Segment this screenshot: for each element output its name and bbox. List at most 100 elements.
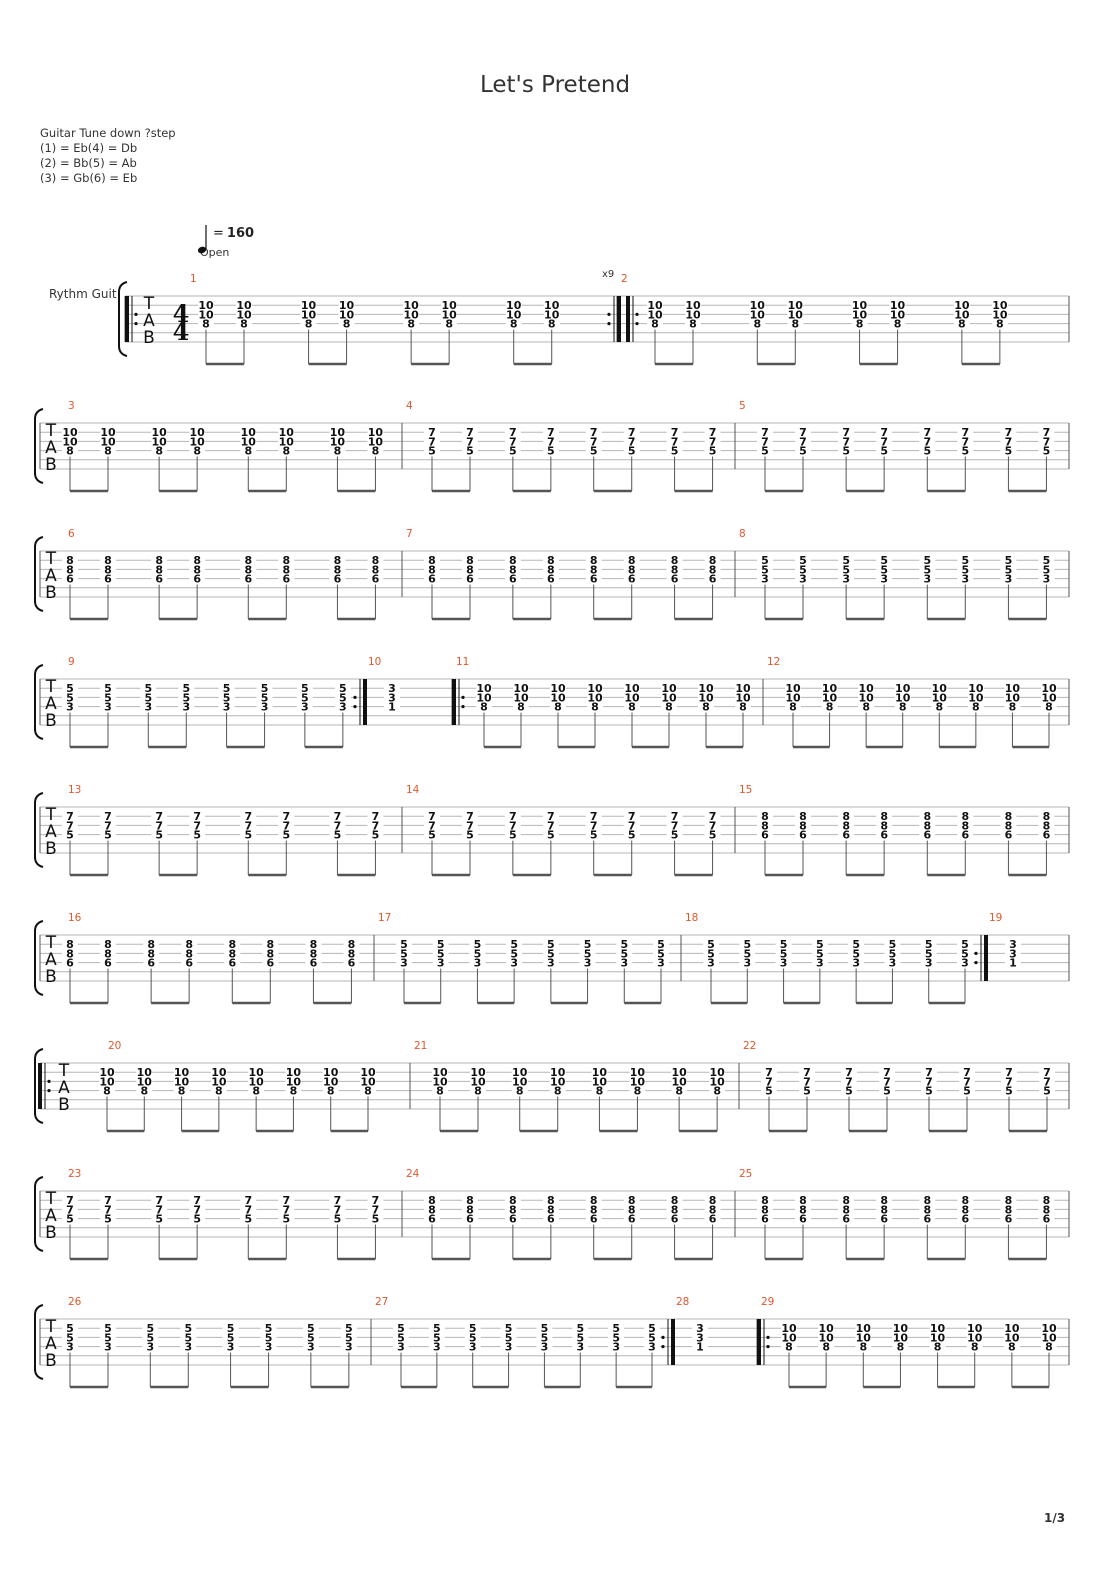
fret-number: 10 xyxy=(932,691,948,704)
fret-mask xyxy=(424,811,440,823)
fret-mask xyxy=(795,564,811,576)
fret-mask xyxy=(428,1341,445,1353)
fret-number: 5 xyxy=(261,691,269,704)
fret-number: 8 xyxy=(880,1203,888,1216)
fret-mask xyxy=(892,1323,909,1335)
fret-number: 10 xyxy=(647,308,663,321)
fret-number: 7 xyxy=(155,1203,163,1216)
fret-mask xyxy=(957,1204,974,1216)
fret-mask xyxy=(278,573,295,585)
fret-number: 5 xyxy=(1005,554,1013,567)
repeat-dot xyxy=(661,1345,665,1349)
fret-number: 7 xyxy=(282,1203,290,1216)
fret-mask xyxy=(260,1341,277,1353)
fret-mask xyxy=(1000,555,1017,567)
fret-number: 5 xyxy=(345,1322,353,1335)
fret-mask xyxy=(787,300,804,312)
fret-number: 8 xyxy=(923,819,931,832)
fret-mask xyxy=(1005,939,1021,951)
fret-mask xyxy=(821,701,838,713)
fret-number: 6 xyxy=(348,957,356,970)
fret-number: 8 xyxy=(842,1194,850,1207)
fret-mask xyxy=(476,692,492,704)
fret-mask xyxy=(775,939,792,951)
fret-mask xyxy=(140,701,157,713)
fret-number: 10 xyxy=(544,308,560,321)
fret-mask xyxy=(100,939,116,951)
fret-number: 8 xyxy=(155,563,163,576)
fret-number: 10 xyxy=(339,299,355,312)
fret-mask xyxy=(278,820,295,832)
fret-number: 7 xyxy=(193,810,201,823)
fret-mask xyxy=(704,436,721,448)
fret-number: 8 xyxy=(480,701,488,714)
fret-number: 10 xyxy=(512,1066,528,1079)
fret-mask xyxy=(100,427,116,439)
fret-mask xyxy=(462,573,478,585)
fret-mask xyxy=(623,564,640,576)
fret-mask xyxy=(1038,445,1055,457)
fret-number: 8 xyxy=(147,947,155,960)
fret-number: 10 xyxy=(750,299,766,312)
repeat-dot xyxy=(635,322,639,326)
fret-number: 10 xyxy=(470,1066,486,1079)
fret-mask xyxy=(142,1341,159,1353)
fret-mask xyxy=(666,811,683,823)
fret-number: 8 xyxy=(310,938,318,951)
fret-mask xyxy=(542,564,559,576)
fret-mask xyxy=(300,309,317,321)
fret-mask xyxy=(1001,1076,1017,1088)
tab-clef-a: A xyxy=(45,566,57,586)
fret-number: 7 xyxy=(803,1066,811,1079)
fret-number: 7 xyxy=(466,819,474,832)
fret-mask xyxy=(173,1085,190,1097)
fret-number: 8 xyxy=(104,554,112,567)
fret-number: 8 xyxy=(671,1194,679,1207)
fret-number: 8 xyxy=(671,1203,679,1216)
fret-mask xyxy=(240,1204,257,1216)
fret-mask xyxy=(858,692,875,704)
repeat-dot xyxy=(766,1345,770,1349)
fret-number: 8 xyxy=(305,318,313,331)
fret-number: 3 xyxy=(66,701,74,714)
measure-number: 8 xyxy=(739,528,746,540)
fret-mask xyxy=(278,555,295,567)
fret-mask xyxy=(322,1076,339,1088)
fret-number: 3 xyxy=(469,1341,477,1354)
fret-mask xyxy=(151,573,168,585)
fret-mask xyxy=(735,692,751,704)
fret-mask xyxy=(550,701,566,713)
fret-mask xyxy=(513,692,529,704)
tempo-marking: =160 xyxy=(213,226,254,241)
fret-number: 10 xyxy=(1004,1322,1020,1335)
fret-number: 8 xyxy=(862,701,870,714)
fret-mask xyxy=(384,701,400,713)
fret-number: 8 xyxy=(628,554,636,567)
fret-mask xyxy=(757,811,773,823)
fret-number: 7 xyxy=(961,426,969,439)
fret-mask xyxy=(848,939,865,951)
fret-mask xyxy=(338,300,355,312)
fret-mask xyxy=(278,445,295,457)
fret-number: 10 xyxy=(368,426,384,439)
fret-number: 3 xyxy=(433,1341,441,1354)
fret-mask xyxy=(757,1195,773,1207)
fret-mask xyxy=(735,683,751,695)
fret-mask xyxy=(884,948,901,960)
fret-number: 8 xyxy=(753,318,761,331)
fret-mask xyxy=(704,811,721,823)
fret-mask xyxy=(240,811,257,823)
fret-number: 8 xyxy=(282,445,290,458)
fret-mask xyxy=(396,939,412,951)
fret-number: 5 xyxy=(707,938,715,951)
fret-number: 6 xyxy=(961,829,969,842)
quarter-note-icon xyxy=(197,246,207,254)
fret-mask xyxy=(100,829,116,841)
fret-number: 7 xyxy=(880,435,888,448)
fret-number: 10 xyxy=(968,682,984,695)
fret-number: 5 xyxy=(925,947,933,960)
measure-number: 1 xyxy=(190,273,197,285)
fret-mask xyxy=(181,957,198,969)
fret-mask xyxy=(513,701,529,713)
fret-number: 7 xyxy=(428,810,436,823)
